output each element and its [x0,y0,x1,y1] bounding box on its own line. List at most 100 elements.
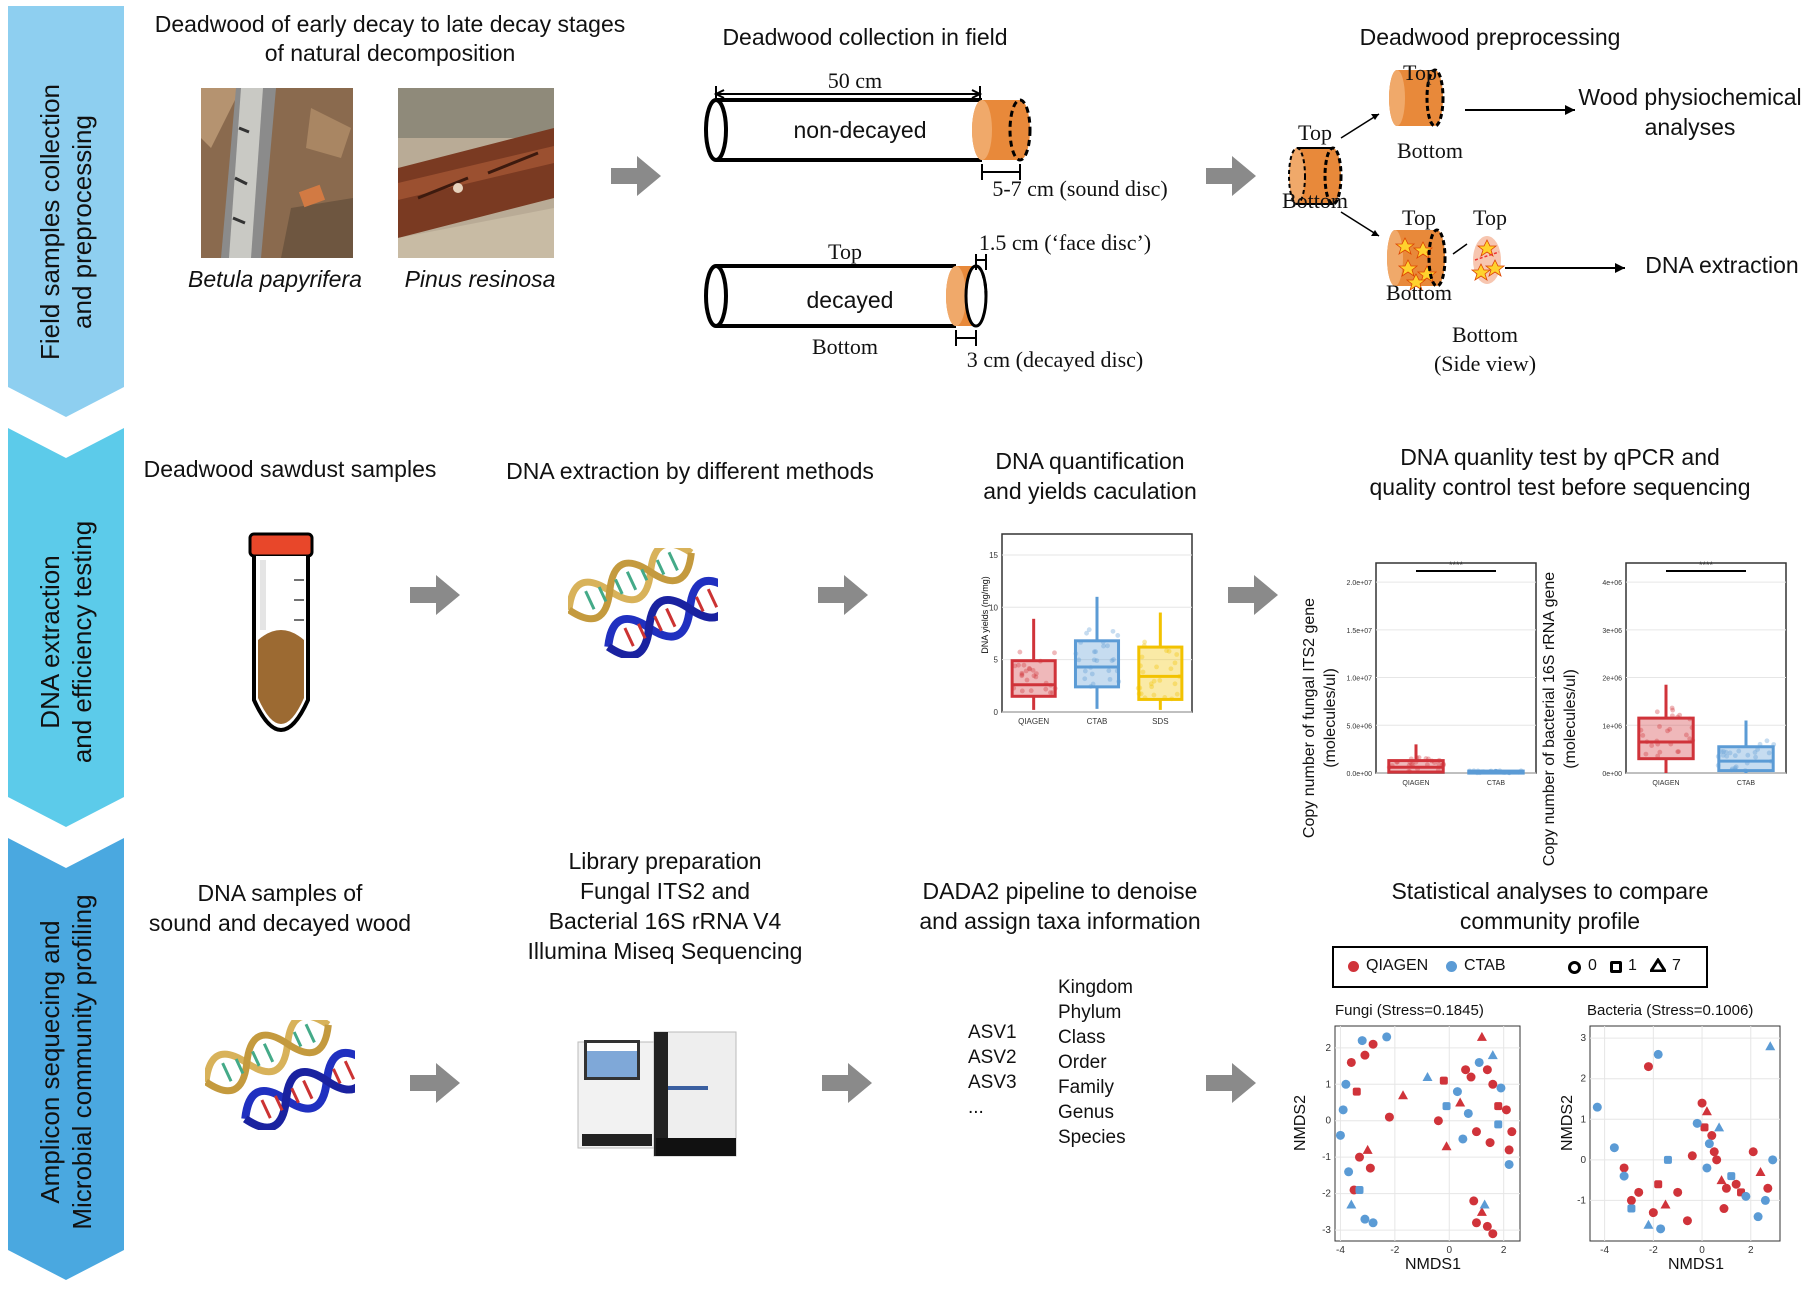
scatter-point [1487,1050,1498,1060]
flow-arrow-r3-3 [1206,1063,1256,1103]
box-body [1137,645,1184,701]
scatter-point [1697,1098,1707,1108]
legend-qiagen-label: QIAGEN [1366,957,1429,974]
sawdust-tube-icon [248,532,314,732]
y-tick-label: -1 [1322,1152,1331,1163]
taxa-item: Genus [1058,1102,1114,1123]
y-tick-label: 15 [989,551,998,560]
non-decayed-log-diagram [704,86,1032,180]
scatter-point [1463,1108,1473,1118]
jitter-point [1174,691,1180,697]
preprocessing-title: Deadwood preprocessing [1359,24,1621,50]
jitter-point [1033,674,1039,680]
library-line3: Bacterial 16S rRNA V4 [548,908,782,934]
scatter-point [1474,1057,1484,1067]
extraction-title: DNA extraction by different methods [506,458,874,484]
scatter-point [1479,1199,1490,1209]
decayed-label: decayed [806,287,894,313]
stage-label-3-line2: Microbial community profiling [67,894,97,1230]
x-tick-label: SDS [1152,717,1168,726]
y-tick-label: 1.5e+07 [1347,628,1373,635]
y-tick-label: 0.0e+00 [1347,771,1373,778]
jitter-point [1021,662,1027,668]
jitter-point [1727,750,1733,756]
legend-ctab-label: CTAB [1464,957,1506,974]
jitter-point [1752,750,1758,755]
qpcr-title-line1: DNA quanlity test by qPCR and [1400,444,1720,470]
scatter-point [1609,1143,1619,1153]
scatter-point [1422,1072,1433,1082]
x-tick-label: 0 [1446,1245,1452,1256]
jitter-point [1736,748,1742,754]
quant-title: DNA quantification and yields caculation [940,446,1240,506]
jitter-point [1111,657,1116,662]
jitter-point [1172,660,1178,666]
x-tick-label: 2 [1501,1245,1507,1256]
scatter-point [1673,1187,1683,1197]
jitter-point [1101,643,1106,649]
jitter-point [1140,669,1146,675]
pre-top-label-1: Top [1403,60,1437,85]
side-view-label: Bottom (Side view) [1420,320,1550,378]
scatter-point [1702,1163,1712,1173]
scatter-point [1714,1122,1725,1132]
scatter-point [1398,1090,1409,1100]
stats-line2: community profile [1459,908,1641,934]
scatter-point [1701,1106,1712,1116]
taxa-item: Kingdom [1058,977,1133,998]
scatter-point [1496,1083,1506,1093]
scatter-point [1501,1105,1511,1115]
scatter-point [1721,1183,1731,1193]
jitter-point [1031,673,1037,679]
scatter-point [1753,1212,1763,1222]
yield-ylabel: DNA yields (ng/mg) [980,576,990,654]
jitter-point [1732,765,1738,771]
jitter-point [1105,643,1110,649]
scatter-point [1461,1065,1471,1075]
asv-item: ASV2 [968,1047,1017,1068]
jitter-point [1687,736,1693,742]
scatter-point [1660,1199,1671,1209]
pre-top-label-2: Top [1298,120,1332,145]
bacterial-ylabel: Copy number of bacterial 16S rRNA gene (… [1539,529,1581,909]
dna-helix-icon [568,548,718,658]
jitter-point [1048,690,1053,696]
y-tick-label: 0e+00 [1602,771,1622,778]
scatter-point [1346,1057,1356,1067]
circle-shape-icon [1568,961,1581,974]
scatter-point [1768,1155,1778,1165]
box-body [1073,639,1121,689]
jitter-point [1665,728,1670,734]
jitter-point [1142,639,1148,645]
stage-label-1-line2: and preprocessing [67,115,97,329]
y-tick-label: 1.0e+07 [1347,676,1373,683]
taxa-item: Species [1058,1127,1126,1148]
quant-title-line1: DNA quantification [995,448,1185,474]
jitter-point [1090,681,1096,687]
scatter-point [1760,1195,1770,1205]
jitter-point [1643,751,1649,757]
stats-line1: Statistical analyses to compare [1391,878,1709,904]
plot-frame [1589,1025,1781,1242]
stage-bands [8,6,124,1280]
x-tick-label: CTAB [1087,717,1108,726]
jitter-point [1019,670,1025,676]
jitter-point [1649,743,1655,749]
scatter-point [1365,1163,1375,1173]
scatter-point [1357,1036,1367,1046]
flow-arrow-r3-2 [822,1063,872,1103]
scatter-point [1335,1130,1345,1140]
quant-title-line2: and yields caculation [983,478,1197,504]
scatter-point [1482,1065,1492,1075]
scatter-point [1452,1087,1462,1097]
scatter-point [1352,1087,1361,1096]
y-tick-label: 5.0e+06 [1347,723,1373,730]
scatter-point [1504,1159,1514,1169]
jitter-point [1657,749,1663,755]
sound-disc-label: 5-7 cm (sound disc) [992,176,1168,201]
jitter-point [1416,755,1422,760]
jitter-point [1089,671,1095,677]
dna-helix-icon-2 [205,1020,355,1130]
